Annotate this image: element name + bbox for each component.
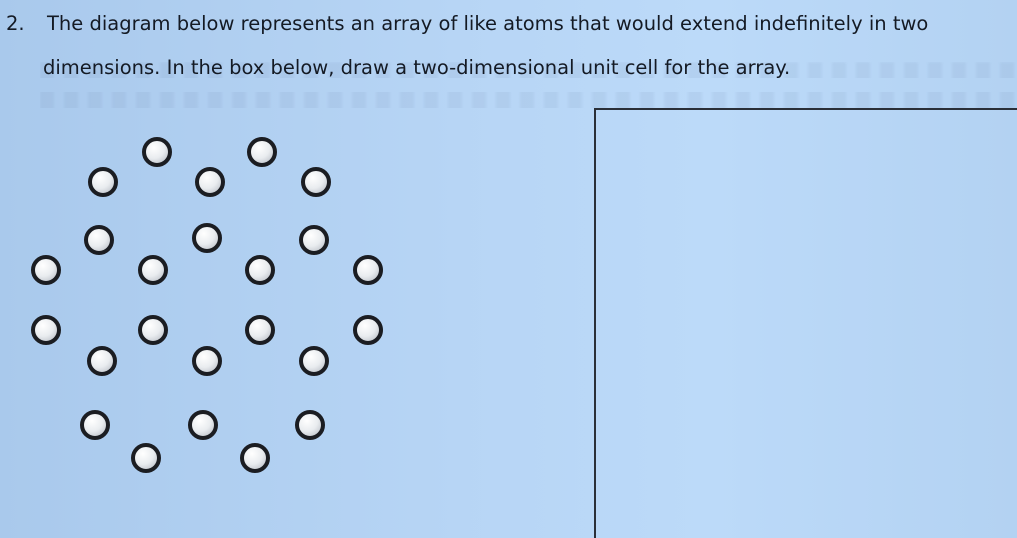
atom (192, 223, 222, 253)
question-text-line-2: dimensions. In the box below, draw a two… (43, 56, 791, 79)
atom (138, 255, 168, 285)
atom (299, 346, 329, 376)
atom (247, 137, 277, 167)
atom (88, 167, 118, 197)
atom (138, 315, 168, 345)
atom-array-diagram (31, 137, 383, 473)
atom (188, 410, 218, 440)
question-number: 2. (6, 12, 25, 35)
atom (295, 410, 325, 440)
answer-box[interactable] (594, 108, 1017, 538)
atom (301, 167, 331, 197)
atom (87, 346, 117, 376)
atom (299, 225, 329, 255)
question-text-line-1: The diagram below represents an array of… (47, 12, 929, 35)
atom (84, 225, 114, 255)
atom (240, 443, 270, 473)
atom (31, 255, 61, 285)
atom (195, 167, 225, 197)
atom (80, 410, 110, 440)
atom (142, 137, 172, 167)
atom (353, 315, 383, 345)
atom (31, 315, 61, 345)
atom (245, 255, 275, 285)
atom (353, 255, 383, 285)
faded-reverse-text (40, 62, 1017, 122)
atom (131, 443, 161, 473)
atom (192, 346, 222, 376)
atom (245, 315, 275, 345)
